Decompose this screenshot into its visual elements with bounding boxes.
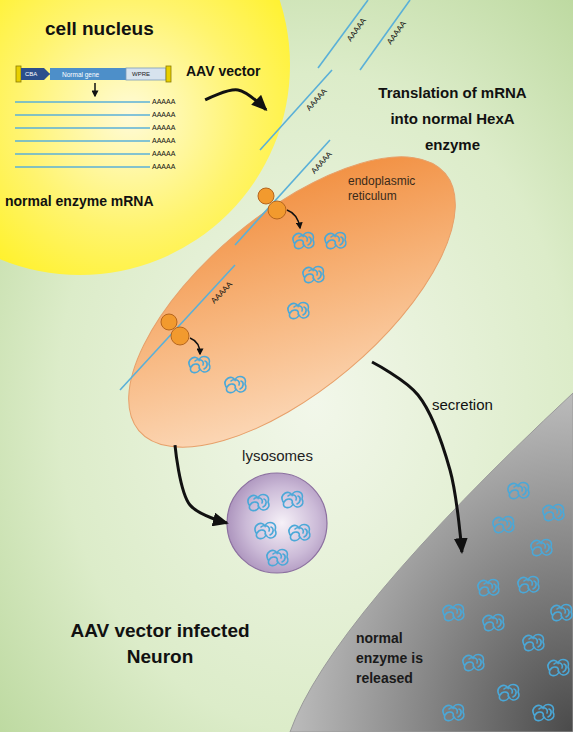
lysosome-circle: lysosomes (220, 445, 335, 575)
drawing-part (190, 338, 200, 354)
drawing-part (258, 188, 274, 204)
poly-a-tail: AAAAA (152, 111, 175, 119)
enzyme-glyph (267, 550, 288, 566)
enzyme-glyph (325, 233, 346, 249)
enzyme-glyph (248, 495, 269, 511)
poly-a-tail: AAAAA (152, 150, 175, 158)
drawing-part (15, 166, 150, 168)
drawing-part (287, 210, 300, 228)
enzyme-glyph (518, 577, 539, 593)
node-label: AAV vector infected Neuron (35, 618, 285, 670)
node-sublabel: normal enzyme mRNA (5, 192, 180, 210)
enzyme-glyph (551, 605, 572, 621)
node-label: normal enzyme is released (356, 628, 436, 688)
drawing-part (50, 68, 126, 80)
enzyme-glyph (523, 635, 544, 651)
extracellular-region-outline (300, 390, 573, 732)
poly-a-tail: AAAAA (309, 150, 334, 177)
nuclear-mrna (15, 102, 150, 167)
drawing-part (268, 201, 286, 219)
drawing-part (94, 83, 96, 96)
poly-a-tail: AAAAA (152, 163, 175, 171)
enzyme-glyph (531, 540, 552, 556)
drawing-part (15, 127, 150, 129)
enzyme-glyph (493, 517, 514, 533)
enzyme-glyph (289, 525, 310, 541)
poly-a-tail: AAAAA (152, 137, 175, 145)
drawing-part (15, 140, 150, 142)
node-label: cell nucleus (45, 18, 205, 40)
diagram-label: Normal gene (62, 71, 99, 79)
drawing-part (290, 393, 573, 732)
lysosome-circle-outline (220, 445, 335, 575)
translation-arrow (190, 210, 300, 354)
enzyme-glyph (282, 492, 303, 508)
enzyme-glyph (548, 660, 569, 676)
enzyme-glyph (189, 357, 210, 373)
enzyme-glyph (498, 685, 519, 701)
flow-arrow (175, 445, 227, 523)
enzyme-glyph (543, 505, 564, 521)
drawing-part (15, 114, 150, 116)
enzyme-glyph (533, 705, 554, 721)
extracellular-region: normal enzyme is released (300, 390, 573, 732)
diagram-label: WPRE (132, 71, 150, 78)
drawing-part (166, 66, 171, 82)
enzyme-glyph (293, 233, 314, 249)
poly-a-tail: AAAAA (152, 98, 175, 106)
drawing-part (16, 66, 21, 82)
diagram-label: AAV vector (186, 63, 260, 80)
enzyme-glyph (225, 377, 246, 393)
drawing-part (120, 265, 235, 390)
drawing-part (318, 0, 368, 68)
drawing-part (161, 314, 177, 330)
enzyme-glyph (288, 303, 309, 319)
poly-a-tail: AAAAA (304, 87, 329, 114)
drawing-part (260, 70, 332, 150)
poly-a-tail: AAAAA (209, 280, 235, 306)
diagram-label: Translation of mRNA into normal HexA enz… (365, 80, 540, 158)
enzyme-glyph (478, 580, 499, 596)
cytoplasmic-mrna (120, 0, 410, 390)
poly-a-tail: AAAAA (345, 16, 369, 43)
drawing-part (235, 140, 330, 245)
poly-a-tail: AAAAA (385, 19, 409, 46)
enzyme-glyph (463, 655, 484, 671)
node-label: lysosomes (220, 447, 335, 465)
enzyme-glyph (303, 267, 324, 283)
enzyme-glyph (255, 523, 276, 539)
drawing-part (171, 327, 189, 345)
diagram-label: CBA (25, 71, 37, 78)
hexa-enzyme (189, 233, 572, 721)
edge-label: secretion (432, 396, 493, 414)
drawing-part (126, 68, 166, 80)
flow-arrow (372, 362, 462, 552)
drawing-part (360, 0, 410, 70)
enzyme-glyph (483, 615, 504, 631)
enzyme-glyph (508, 483, 529, 499)
drawing-part (15, 101, 150, 103)
poly-a-tail: AAAAA (152, 124, 175, 132)
drawing-part (15, 153, 150, 155)
ribosome (161, 188, 286, 345)
node-label: endoplasmic reticulum (348, 174, 443, 204)
flow-arrow (205, 90, 266, 110)
enzyme-glyph (443, 605, 464, 621)
drawing-part (21, 68, 50, 80)
aav-vector-map (16, 66, 171, 96)
enzyme-glyph (443, 705, 464, 721)
drawing-part (227, 473, 327, 573)
